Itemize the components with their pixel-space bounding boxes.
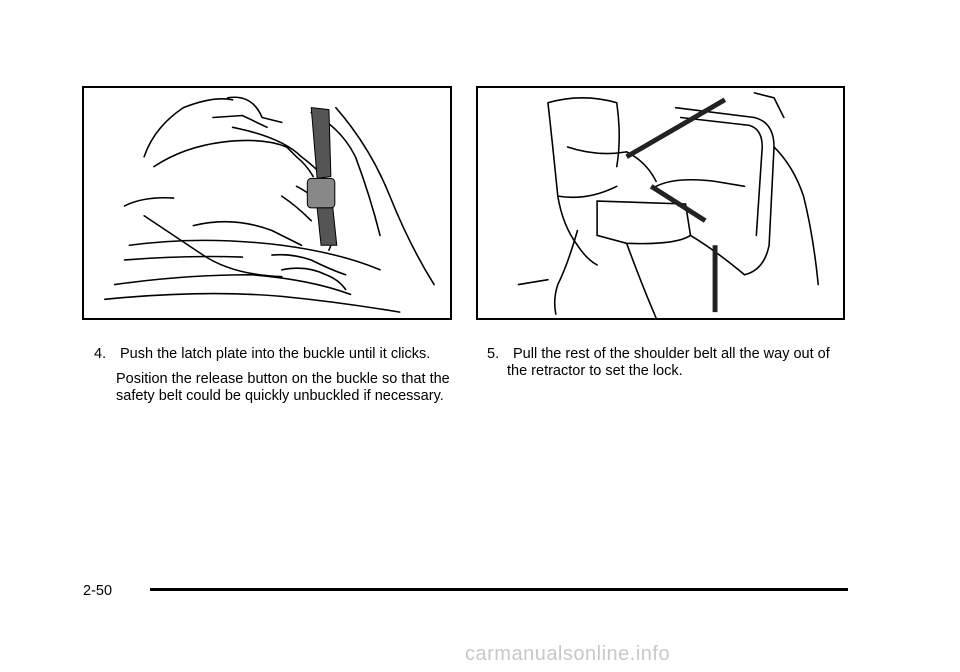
step-4-text: Push the latch plate into the buckle unt… [120, 346, 431, 362]
shoulder-belt-illustration [476, 86, 845, 320]
step-4: 4. Push the latch plate into the buckle u… [94, 346, 454, 363]
footer-rule [150, 588, 848, 591]
step-5-text: Pull the rest of the shoulder belt all t… [513, 346, 830, 362]
page-number: 2-50 [83, 583, 113, 599]
step-5-continuation: the retractor to set the lock. [507, 363, 683, 379]
step-5: 5. Pull the rest of the shoulder belt all… [487, 346, 857, 363]
shoulder-belt-drawing [517, 92, 820, 318]
latch-plate-buckle-drawing [104, 96, 435, 313]
watermark: carmanualsonline.info [465, 643, 671, 665]
step-5-number: 5. [487, 346, 500, 362]
step-4-detail: Position the release button on the buckl… [116, 371, 450, 404]
latch-plate-buckle-illustration [82, 86, 452, 320]
step-4-number: 4. [94, 346, 107, 362]
